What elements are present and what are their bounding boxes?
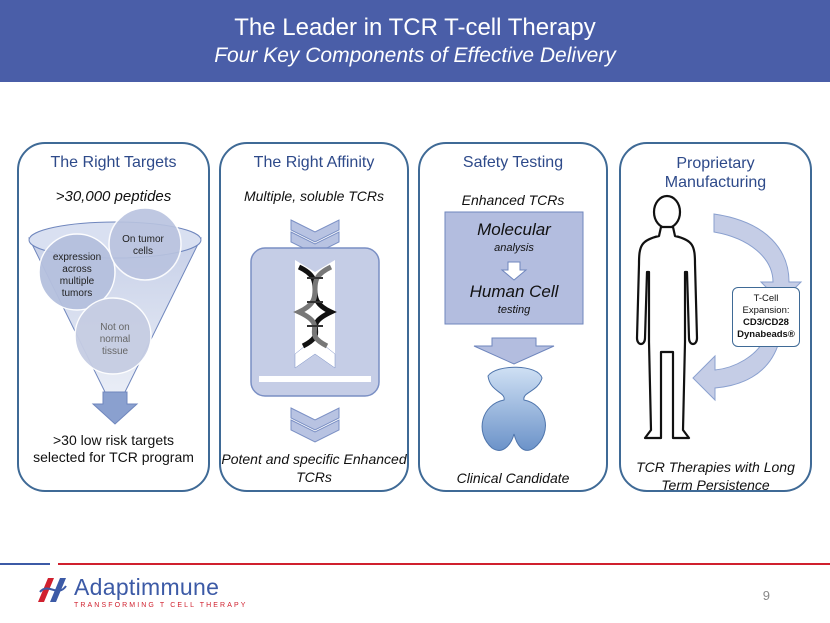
brand-name: Adaptimmune	[74, 574, 220, 600]
targets-funnel-graphic	[28, 207, 202, 425]
logo-mark-icon	[38, 578, 67, 602]
panel-proprietary-manufacturing: Proprietary Manufacturing T-Cell Expansi…	[619, 142, 812, 493]
footer-line-red	[58, 563, 830, 565]
panel-right-targets: The Right Targets >30,000 peptides On tu…	[17, 142, 210, 492]
panel-title: The Right Affinity	[253, 154, 375, 171]
slide-title: The Leader in TCR T-cell Therapy	[234, 14, 596, 41]
circle-label-normal: Not on normal tissue	[99, 322, 131, 357]
soluble-tcrs-text: Multiple, soluble TCRs	[243, 188, 385, 204]
circle-label-expression: expression across multiple tumors	[52, 252, 102, 299]
page-number: 9	[762, 588, 770, 603]
expansion-box: T-Cell Expansion: CD3/CD28 Dynabeads®	[732, 287, 800, 347]
peptides-text: >30,000 peptides	[55, 188, 172, 205]
panel-right-affinity: The Right Affinity Multiple, soluble TCR…	[219, 142, 409, 492]
panel-title: Safety Testing	[462, 154, 564, 171]
testing-text: testing	[497, 304, 531, 316]
tcr-affinity-graphic	[250, 219, 380, 443]
persistence-text: TCR Therapies with Long Term Persistence	[636, 459, 795, 493]
enhanced-tcrs-text: Enhanced TCRs	[461, 192, 565, 208]
adaptimmune-logo: Adaptimmune TRANSFORMING T CELL THERAPY	[34, 570, 245, 610]
analysis-text: analysis	[494, 242, 534, 254]
slide-subtitle: Four Key Components of Effective Deliver…	[214, 44, 616, 67]
slide-header: The Leader in TCR T-cell Therapy Four Ke…	[0, 0, 830, 82]
panel-safety-testing: Safety Testing Enhanced TCRs Molecular a…	[418, 142, 608, 492]
circle-label-tumor: On tumor cells	[122, 234, 164, 257]
potent-tcrs-text: Potent and specific Enhanced TCRs	[221, 451, 407, 485]
brand-tagline: TRANSFORMING T CELL THERAPY	[74, 602, 248, 609]
expansion-reagents: CD3/CD28 Dynabeads®	[737, 317, 795, 340]
low-risk-targets-text: >30 low risk targets selected for TCR pr…	[33, 432, 194, 465]
panel-title: Proprietary Manufacturing	[664, 155, 767, 191]
molecular-text: Molecular	[477, 220, 551, 239]
panel-title: The Right Targets	[50, 154, 177, 171]
manufacturing-graphic	[635, 194, 803, 440]
expansion-label: T-Cell Expansion:	[742, 293, 790, 316]
footer-line-blue	[0, 563, 50, 565]
human-cell-text: Human Cell	[469, 282, 559, 301]
safety-testing-graphic	[444, 211, 584, 451]
clinical-candidate-text: Clinical Candidate	[456, 470, 570, 486]
human-silhouette-icon	[635, 194, 699, 440]
